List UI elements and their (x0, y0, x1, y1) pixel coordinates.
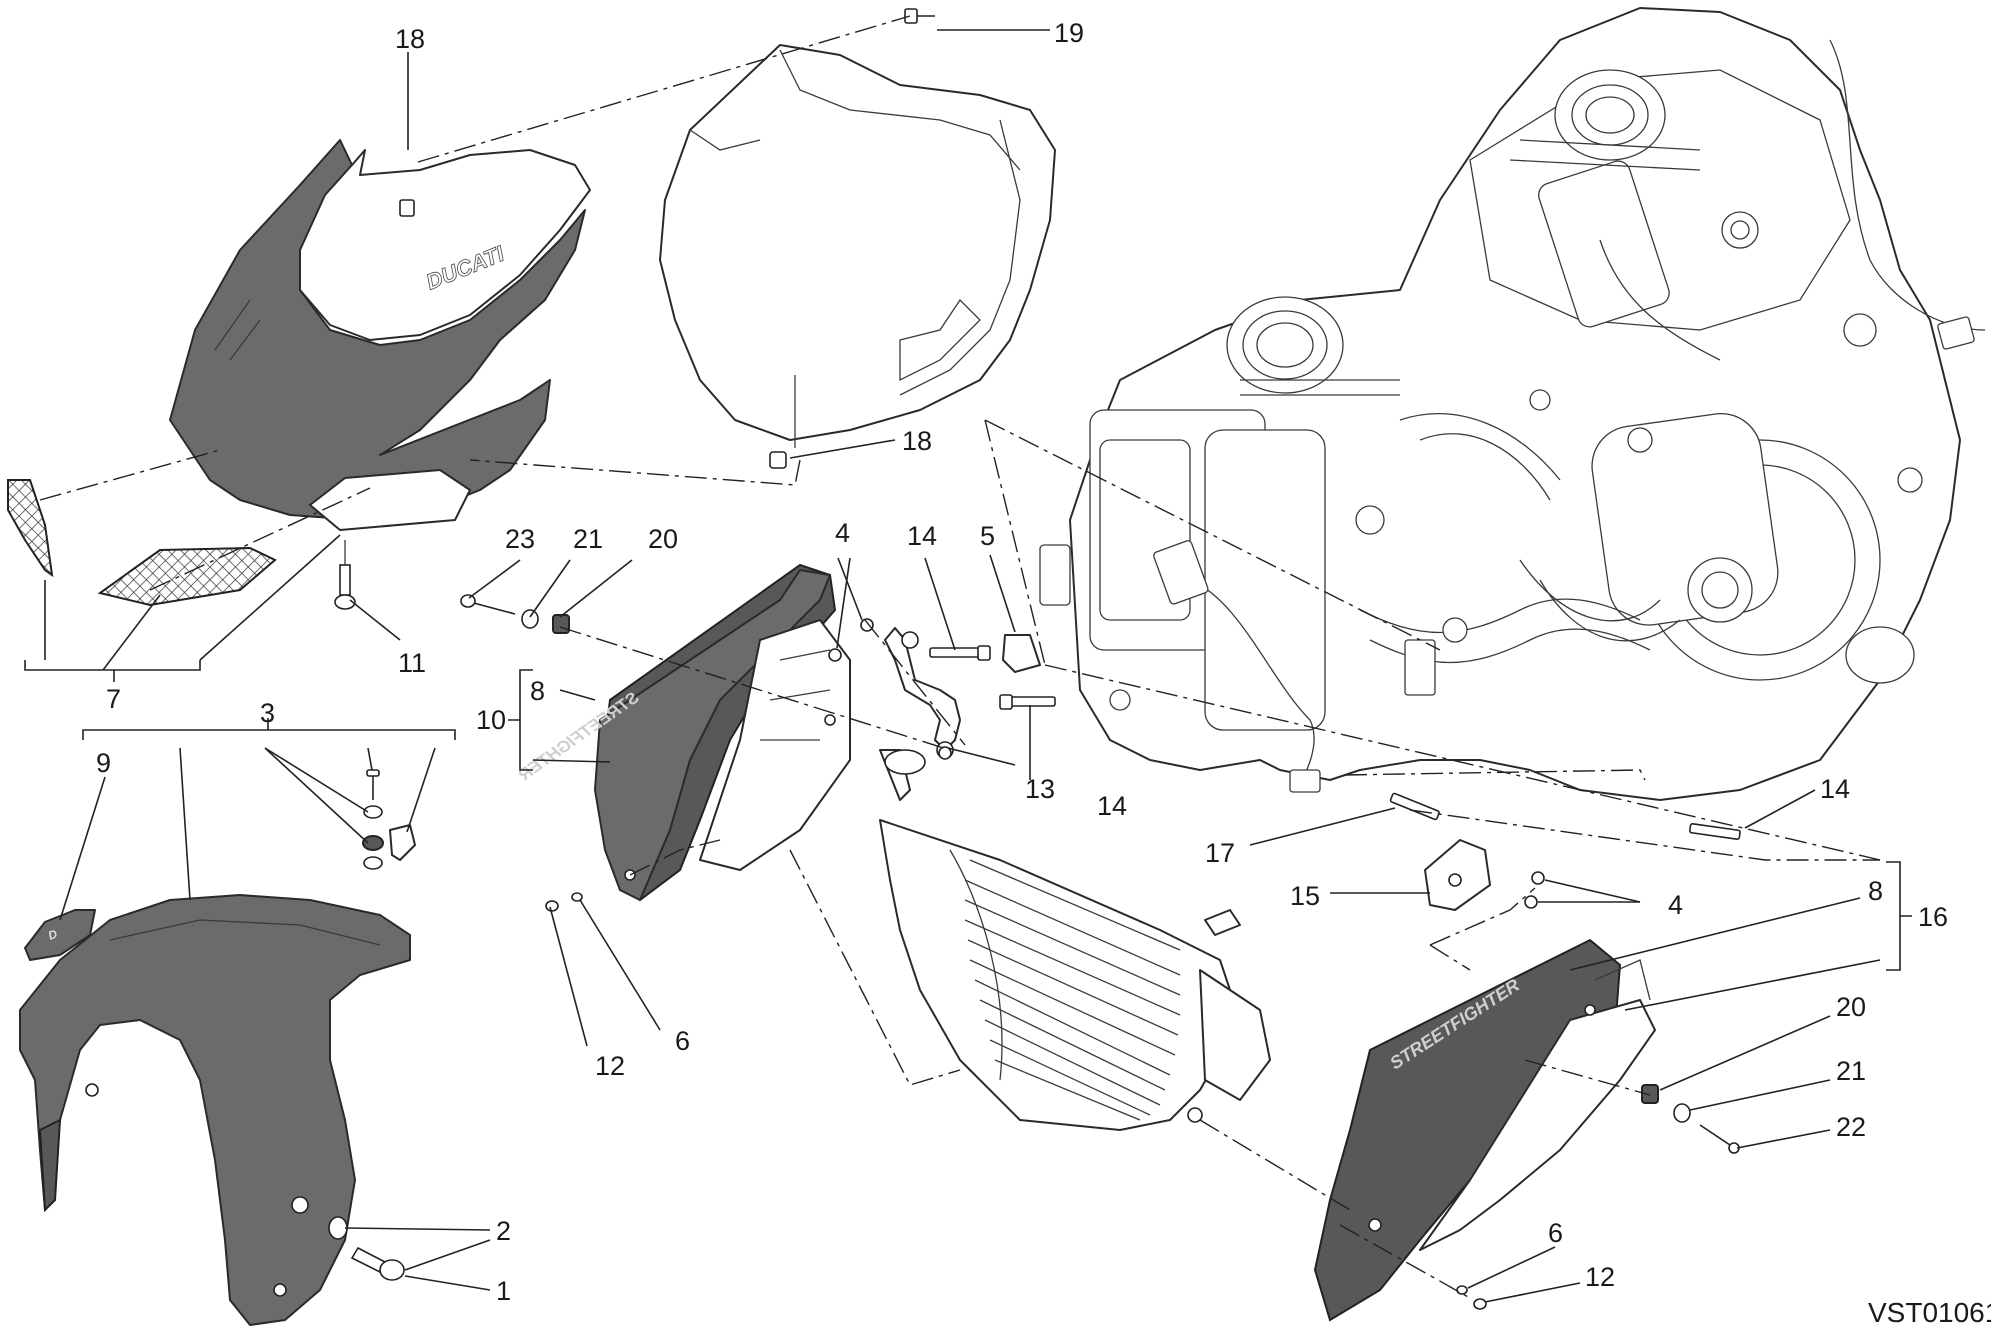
clip-5 (1002, 634, 1041, 673)
headlight-support (659, 44, 1056, 469)
callout-4-right: 4 (1668, 890, 1683, 920)
hardware-23-21-20 (460, 594, 570, 634)
callout-9: 9 (96, 748, 111, 778)
engine-assembly (1039, 7, 1986, 801)
screw-14-right (1689, 823, 1741, 840)
clip-18-lower (769, 451, 787, 469)
callout-14-top: 14 (907, 521, 937, 551)
callout-6-left: 6 (675, 1026, 690, 1056)
mesh-grilles (7, 479, 277, 607)
screw-17 (1389, 792, 1440, 821)
callout-11: 11 (398, 648, 426, 678)
callout-20-right: 20 (1836, 992, 1866, 1022)
callout-23: 23 (505, 524, 535, 554)
leader-lines (24, 29, 1912, 1303)
clip-18-upper (399, 199, 415, 217)
callout-4-left: 4 (835, 518, 850, 548)
callout-5: 5 (980, 521, 995, 551)
callout-21-left: 21 (573, 524, 603, 554)
radiator-fins (949, 849, 1181, 1121)
callout-13: 13 (1025, 774, 1055, 804)
bracket-15 (1424, 839, 1545, 911)
callout-21-right: 21 (1836, 1056, 1866, 1086)
mudguard-screws (328, 1216, 405, 1281)
callout-20-left: 20 (648, 524, 678, 554)
callout-6-right: 6 (1548, 1218, 1563, 1248)
screw-14-middle (999, 694, 1056, 710)
callout-1: 1 (496, 1276, 511, 1306)
callout-8-left: 8 (530, 676, 545, 706)
screw-11 (334, 540, 356, 610)
callout-18-top: 18 (395, 24, 425, 54)
callout-12-right: 12 (1585, 1262, 1615, 1292)
callout-12-left: 12 (595, 1051, 625, 1081)
hardware-20-21-22 (1641, 1084, 1740, 1154)
callout-18-mid: 18 (902, 426, 932, 456)
screw-14-upper (929, 645, 991, 661)
callout-14-mid: 14 (1097, 791, 1127, 821)
callout-15: 15 (1290, 881, 1320, 911)
headlight-fairing: DUCATI (169, 139, 591, 531)
mudguard-hardware-3 (362, 769, 416, 870)
callout-22: 22 (1836, 1112, 1866, 1142)
diagram-reference-code: VST01061 (1868, 1297, 1991, 1328)
callout-16: 16 (1918, 902, 1948, 932)
screw-19 (904, 8, 935, 24)
callout-19: 19 (1054, 18, 1084, 48)
callout-2: 2 (496, 1216, 511, 1246)
front-mudguard (19, 894, 411, 1326)
callout-17: 17 (1205, 838, 1235, 868)
lower-mesh-grille (97, 546, 277, 607)
callout-3: 3 (260, 698, 275, 728)
callout-labels: 18 19 18 11 7 3 9 23 21 20 8 10 12 6 4 1… (96, 18, 1948, 1306)
callout-10: 10 (476, 705, 506, 735)
radiator (879, 749, 1271, 1131)
callout-7: 7 (106, 684, 121, 714)
bracket-13 (828, 618, 961, 760)
callout-14-right: 14 (1820, 774, 1850, 804)
ducati-badge-9: D (24, 909, 96, 961)
callout-8-right: 8 (1868, 876, 1883, 906)
assembly-lines (39, 15, 1881, 1299)
side-mesh-grille (7, 479, 54, 578)
